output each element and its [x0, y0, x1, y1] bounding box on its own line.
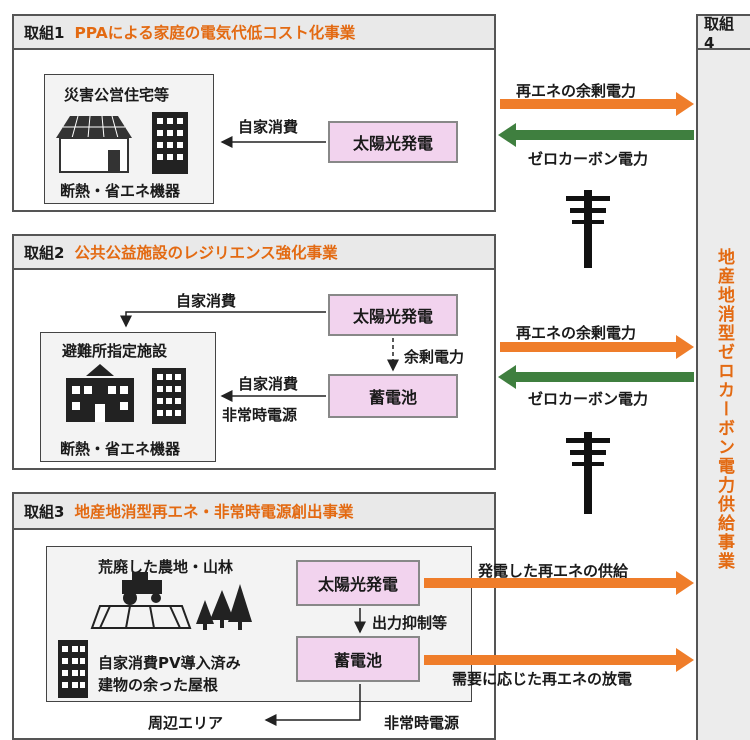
- orange-arrow-2: [500, 335, 694, 359]
- group2-surplus-label: 余剰電力: [404, 348, 465, 366]
- group2-equipment-label: 断熱・省エネ機器: [60, 440, 181, 458]
- group3-land-label: 荒廃した農地・山林: [98, 558, 234, 576]
- group1-header: 取組1 PPAによる家庭の電気代低コスト化事業: [12, 14, 496, 50]
- flow-line: [264, 684, 361, 726]
- group3-solar-label: 太陽光発電: [317, 575, 398, 594]
- utility-pole-icon: [566, 432, 610, 514]
- flow2-surplus-label: 再エネの余剰電力: [516, 324, 637, 342]
- group2-solar-label: 太陽光発電: [352, 307, 433, 326]
- group1-building-label: 災害公営住宅等: [64, 86, 170, 104]
- group1-equipment-label: 断熱・省エネ機器: [60, 182, 181, 200]
- flow3-supply-label: 発電した再エネの供給: [478, 562, 629, 580]
- group2-solar-box: 太陽光発電: [328, 294, 458, 336]
- group2-battery-label: 蓄電池: [368, 388, 417, 407]
- group3-battery-label: 蓄電池: [333, 651, 382, 670]
- group3-area-label: 周辺エリア: [148, 714, 224, 732]
- school-building-icon: [66, 364, 134, 422]
- flow2-zero-carbon-label: ゼロカーボン電力: [528, 390, 649, 408]
- green-arrow-1: [498, 123, 694, 147]
- flow-line: [120, 311, 326, 328]
- group3-curtail-label: 出力抑制等: [372, 614, 448, 632]
- apartment-building-icon: [152, 368, 186, 424]
- group2-building-label: 避難所指定施設: [62, 342, 168, 360]
- group1-solar-label: 太陽光発電: [352, 134, 433, 153]
- flow1-zero-carbon-label: ゼロカーボン電力: [528, 150, 649, 168]
- group4-tag: 取組4: [704, 14, 735, 52]
- forest-trees-icon: [196, 584, 252, 630]
- group3-tag: 取組3: [24, 502, 65, 521]
- apartment-building-icon: [58, 640, 88, 698]
- group4-header: 取組4: [696, 14, 750, 52]
- group2-emergency-label: 非常時電源: [222, 406, 298, 424]
- group2-battery-box: 蓄電池: [328, 374, 458, 418]
- group1-title: PPAによる家庭の電気代低コスト化事業: [74, 24, 356, 42]
- group3-title: 地産地消型再エネ・非常時電源創出事業: [74, 503, 354, 521]
- group3-emergency-label: 非常時電源: [384, 714, 460, 732]
- group3-roof-label: 自家消費PV導入済み 建物の余った屋根: [98, 654, 241, 694]
- group2-header: 取組2 公共公益施設のレジリエンス強化事業: [12, 234, 496, 270]
- solar-house-icon: [56, 115, 132, 173]
- group1-tag: 取組1: [24, 23, 65, 42]
- utility-pole-icon: [566, 190, 610, 268]
- apartment-building-icon: [152, 112, 188, 174]
- group1-solar-box: 太陽光発電: [328, 121, 458, 163]
- tractor-farmland-icon: [90, 572, 192, 629]
- orange-arrow-1: [500, 92, 694, 116]
- flow1-surplus-label: 再エネの余剰電力: [516, 82, 637, 100]
- group3-header: 取組3 地産地消型再エネ・非常時電源創出事業: [12, 492, 496, 530]
- group2-title: 公共公益施設のレジリエンス強化事業: [74, 244, 338, 262]
- green-arrow-2: [498, 365, 694, 389]
- orange-arrow-4: [424, 648, 694, 672]
- group2-self-consumption-label: 自家消費: [238, 375, 299, 393]
- orange-arrow-3: [424, 571, 694, 595]
- group3-solar-box: 太陽光発電: [296, 560, 420, 606]
- group3-battery-box: 蓄電池: [296, 636, 420, 682]
- group1-self-consumption-label: 自家消費: [238, 118, 299, 136]
- group2-tag: 取組2: [24, 243, 65, 262]
- group4-column: 地産地消型ゼロカーボン電力供給事業: [696, 48, 750, 740]
- group4-vertical-title: 地産地消型ゼロカーボン電力供給事業: [714, 248, 734, 571]
- flow3-discharge-label: 需要に応じた再エネの放電: [452, 670, 633, 688]
- group2-self-consumption-top: 自家消費: [176, 292, 237, 310]
